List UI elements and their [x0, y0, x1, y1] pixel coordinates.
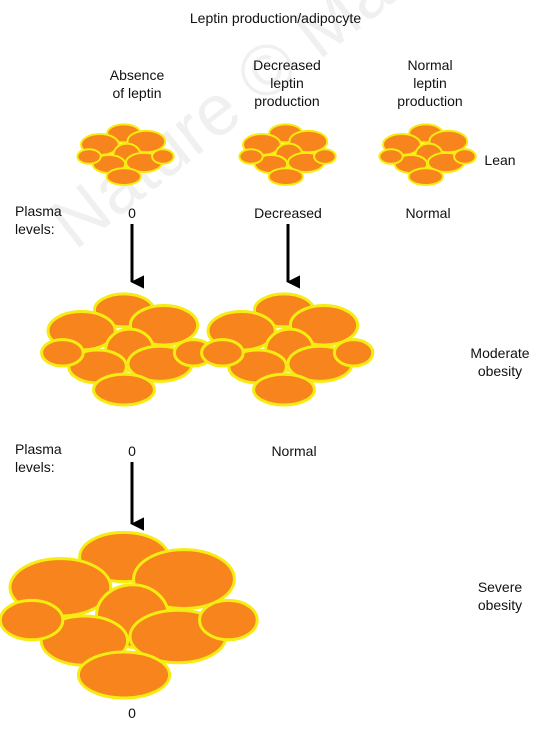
- plasma-levels-label-1: Plasma levels:: [15, 202, 95, 238]
- adipocyte-cell: [269, 168, 303, 185]
- adipocyte-cluster-lean-decreased: [239, 124, 335, 185]
- adipocyte-cell: [239, 149, 262, 163]
- plasma-value-lean-decreased: Decreased: [232, 204, 344, 222]
- row-label-lean: Lean: [455, 151, 545, 169]
- adipocyte-cell: [202, 340, 244, 366]
- column-header-normal: Normal leptin production: [365, 56, 495, 110]
- plasma-value-moderate-decreased: Normal: [248, 442, 340, 460]
- adipocyte-cell: [94, 374, 155, 405]
- adipocyte-cell: [254, 374, 315, 405]
- adipocyte-cell: [409, 168, 443, 185]
- adipocyte-cluster-moderate-absence: [42, 294, 213, 405]
- adipocyte-cell: [152, 149, 174, 163]
- adipocyte-cell: [42, 340, 84, 366]
- row-label-moderate-obesity: Moderate obesity: [448, 344, 551, 380]
- plasma-value-lean-absence: 0: [92, 204, 172, 222]
- adipocyte-cluster-severe-absence: [0, 532, 257, 698]
- plasma-levels-label-2: Plasma levels:: [15, 440, 95, 476]
- adipocyte-cluster-lean-absence: [77, 124, 173, 185]
- adipocyte-cell: [334, 340, 372, 366]
- adipocyte-cell: [379, 149, 402, 163]
- plasma-value-moderate-absence: 0: [92, 442, 172, 460]
- adipocyte-cell: [78, 652, 169, 698]
- adipocyte-cell: [77, 149, 100, 163]
- adipocyte-cell: [107, 168, 141, 185]
- adipocyte-cell: [314, 149, 336, 163]
- diagram-title: Leptin production/adipocyte: [0, 9, 551, 27]
- plasma-value-severe-absence: 0: [92, 704, 172, 722]
- adipocyte-cluster-moderate-decreased: [202, 294, 373, 405]
- column-header-absence: Absence of leptin: [72, 66, 202, 102]
- row-label-severe-obesity: Severe obesity: [448, 578, 551, 614]
- adipocyte-cell: [200, 600, 258, 639]
- column-header-decreased: Decreased leptin production: [222, 56, 352, 110]
- adipocyte-cell: [0, 600, 62, 639]
- plasma-value-lean-normal: Normal: [382, 204, 474, 222]
